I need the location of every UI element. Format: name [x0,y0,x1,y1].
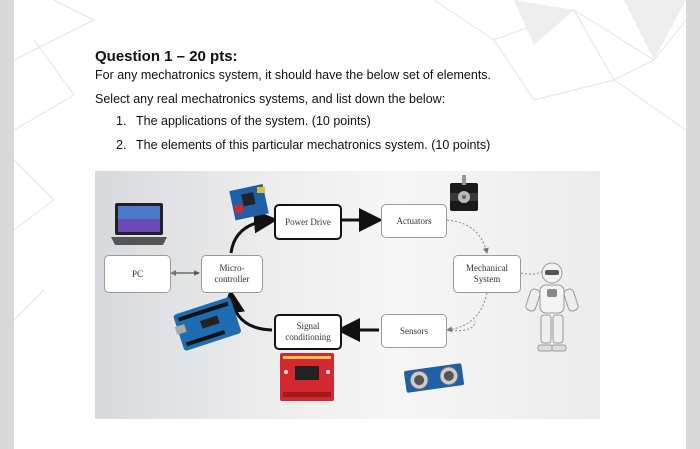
actuators-box: Actuators [381,204,447,238]
robot-icon [523,261,581,357]
power-drive-box: Power Drive [274,204,342,240]
arduino-board-icon [171,295,243,351]
microcontroller-box: Micro- controller [201,255,263,293]
laptop-icon [109,201,169,249]
signal-conditioning-box: Signal conditioning [274,314,342,350]
pc-box: PC [104,255,171,293]
list-item: 2.The elements of this particular mechat… [116,138,490,152]
mechatronics-diagram: PC Micro- controller Power Drive Actuato… [95,171,600,419]
right-frame-bar [686,0,700,449]
list-text: The applications of the system. (10 poin… [136,114,371,128]
left-frame-bar [0,0,14,449]
list-item: 1.The applications of the system. (10 po… [116,114,371,128]
motor-driver-board-icon [229,181,271,223]
list-number: 1. [116,114,136,128]
ultrasonic-sensor-icon [401,361,467,395]
stepper-motor-icon [447,175,481,215]
mechanical-system-box: Mechanical System [453,255,521,293]
instruction-text: Select any real mechatronics systems, an… [95,92,445,106]
intro-text: For any mechatronics system, it should h… [95,68,491,82]
sensors-box: Sensors [381,314,447,348]
signal-conditioning-board-icon [279,352,335,402]
list-text: The elements of this particular mechatro… [136,138,490,152]
question-title: Question 1 – 20 pts: [95,48,238,65]
list-number: 2. [116,138,136,152]
